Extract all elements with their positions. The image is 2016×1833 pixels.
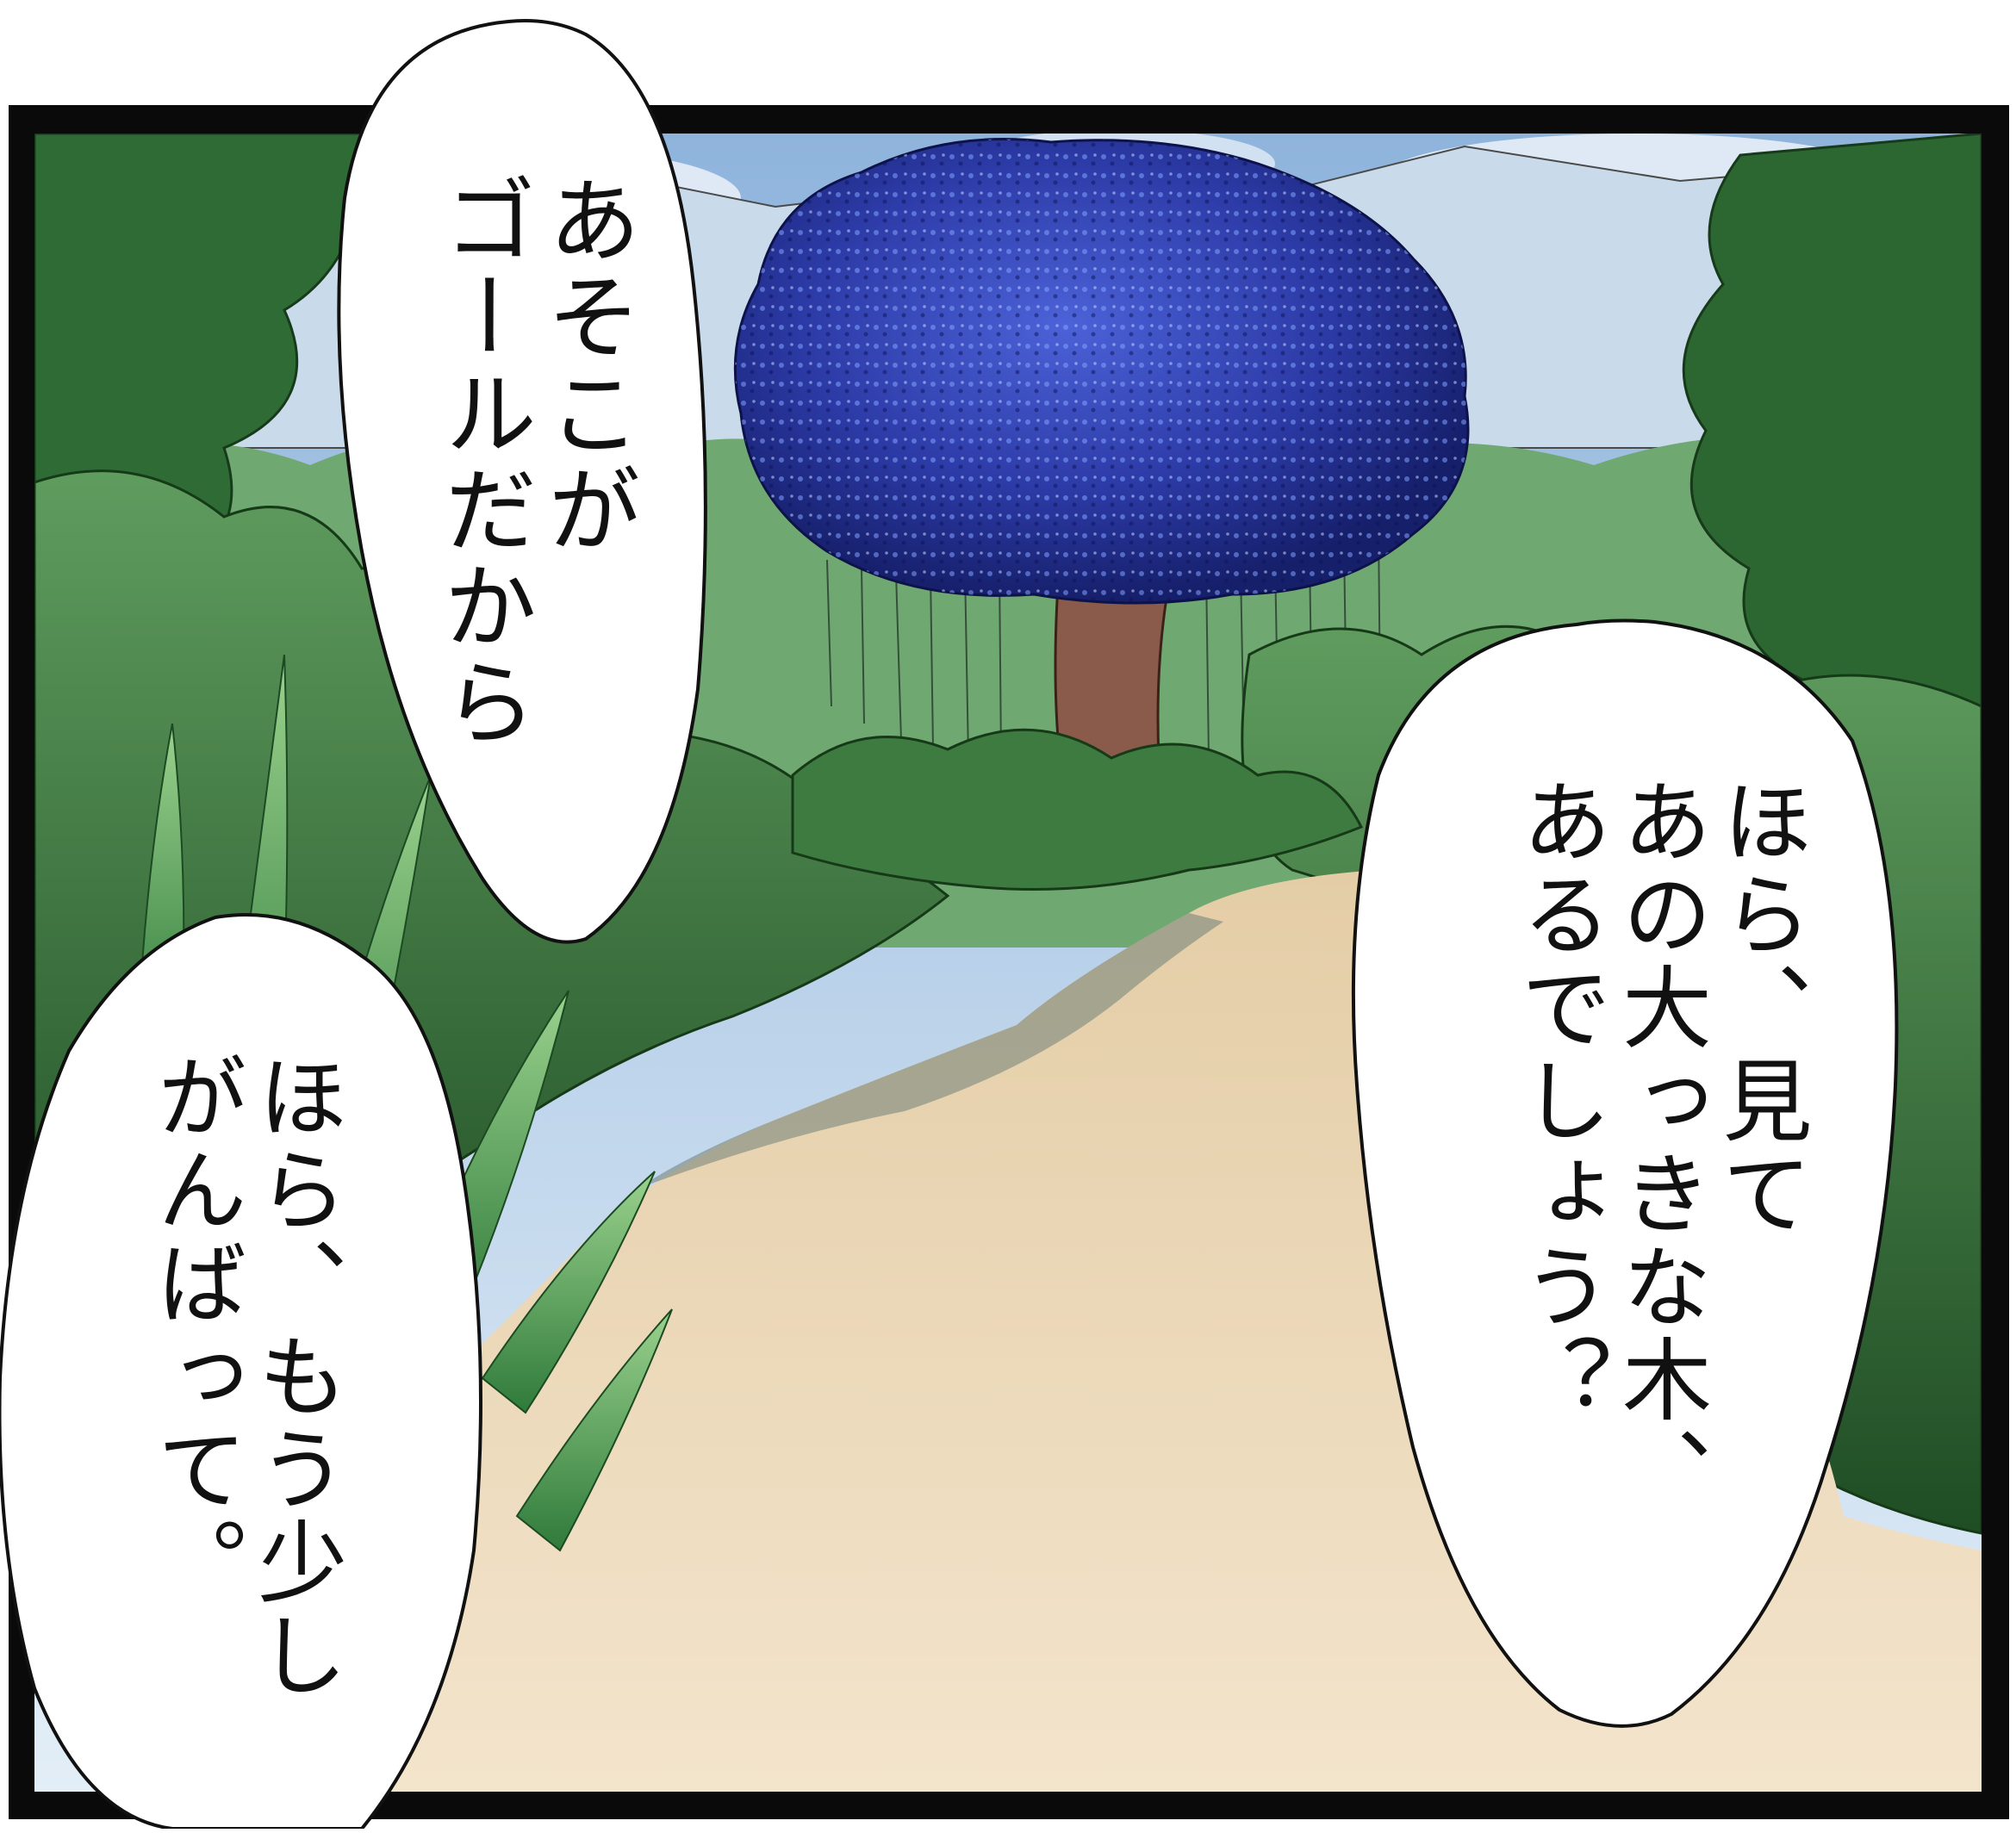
speech-text-1: あそこが ゴールだから [428,172,640,751]
right-tree [1682,134,1982,708]
center-bush [791,728,1364,891]
speech-bubble-1 [337,19,707,944]
speech-text-2: ほら、見て あの大っきな木、 あるでしょう？ [1506,775,1812,1519]
speech-text-3: ほら、もう少し がんばって。 [141,1051,347,1702]
speech-bubbles [0,19,1899,1830]
speech-bubble-2 [1351,618,1899,1728]
